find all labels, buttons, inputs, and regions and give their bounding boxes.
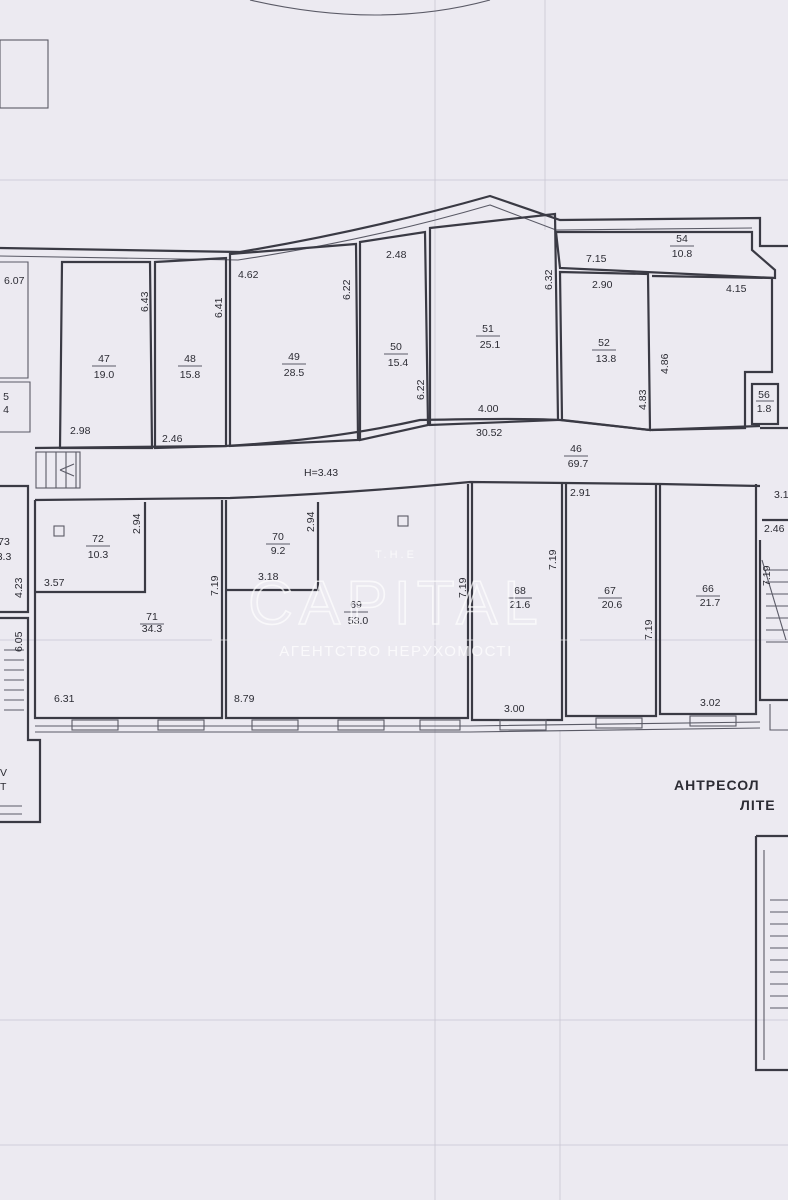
left-stair <box>35 451 81 489</box>
room-area: 1.8 <box>757 403 772 415</box>
dimension: 4.86 <box>659 353 671 374</box>
dimension: 4.15 <box>726 283 747 295</box>
room-area: 9.2 <box>271 545 286 557</box>
dimension: 4.62 <box>238 269 259 281</box>
room-area: 4 <box>3 404 9 416</box>
room-number: 46 <box>570 443 582 455</box>
dimension: 4.00 <box>478 403 499 415</box>
room-area: 53.0 <box>348 615 369 627</box>
room-area: 3.3 <box>0 551 11 563</box>
letter-label: ЛІТЕ <box>740 797 776 813</box>
room-area: 20.6 <box>602 599 623 611</box>
dimension: 6.05 <box>13 631 25 652</box>
room-number: 49 <box>288 351 300 363</box>
upper-outline <box>0 194 788 261</box>
watermark: T.H.E CAPITAL АГЕНТСТВО НЕРУХОМОСТІ <box>212 549 580 660</box>
dimension: 7.19 <box>761 565 773 586</box>
right-strip <box>758 426 788 731</box>
dimension: 30.52 <box>476 427 502 439</box>
mezzanine-title: АНТРЕСОЛ ЛІТЕ <box>674 777 776 813</box>
room-number: 56 <box>758 389 770 401</box>
corridor-walls <box>34 417 761 502</box>
room-number: 71 <box>146 611 158 623</box>
dimension: 4.23 <box>13 577 25 598</box>
dimension: 8.79 <box>234 693 255 705</box>
room-number: 48 <box>184 353 196 365</box>
dimension: 7.19 <box>547 549 559 570</box>
dimension: 3.1 <box>774 489 788 501</box>
dimension: 4.83 <box>637 389 649 410</box>
room-area: 25.1 <box>480 339 501 351</box>
dimension: 2.46 <box>162 433 183 445</box>
top-left-fragment <box>0 0 491 109</box>
room-number: 70 <box>272 531 284 543</box>
room-area: 10.8 <box>672 248 693 260</box>
dimension: 2.48 <box>386 249 407 261</box>
mezzanine-fragment <box>754 834 788 1072</box>
room-number: 5 <box>3 391 9 403</box>
room-area: 69.7 <box>568 458 589 470</box>
room-area: 15.8 <box>180 369 201 381</box>
dimension: 7.19 <box>457 577 469 598</box>
room-area: 28.5 <box>284 367 305 379</box>
dimension: 7.19 <box>643 619 655 640</box>
dimension: 3.57 <box>44 577 65 589</box>
room-area: 10.3 <box>88 549 109 561</box>
dimension-labels: 6.07 6.43 6.41 4.62 6.22 2.48 6.32 7.15 … <box>4 249 788 715</box>
watermark-top: T.H.E <box>375 549 417 561</box>
room-number: 67 <box>604 585 616 597</box>
dimension: 2.91 <box>570 487 591 499</box>
dimension: 6.22 <box>341 279 353 300</box>
dimension: 2.90 <box>592 279 613 291</box>
room-area: 13.8 <box>596 353 617 365</box>
room-labels: 47 19.0 48 15.8 49 28.5 50 15.4 51 25.1 … <box>0 233 774 635</box>
dimension: 6.31 <box>54 693 75 705</box>
room-number: 54 <box>676 233 688 245</box>
dimension: 2.98 <box>70 425 91 437</box>
dimension: 3.02 <box>700 697 721 709</box>
room-number: 69 <box>350 599 362 611</box>
room-area: 19.0 <box>94 369 115 381</box>
dimension: 3.18 <box>258 571 279 583</box>
dimension: 6.43 <box>139 291 151 312</box>
side-labels: V T <box>0 767 7 793</box>
room-number: 50 <box>390 341 402 353</box>
room-number: 51 <box>482 323 494 335</box>
dimension: 3.00 <box>504 703 525 715</box>
room-area: 21.7 <box>700 597 721 609</box>
room-number: 72 <box>92 533 104 545</box>
mezzanine-label: АНТРЕСОЛ <box>674 777 760 793</box>
dimension: 2.94 <box>131 513 143 534</box>
room-number: 73 <box>0 536 10 548</box>
dimension: 6.22 <box>415 379 427 400</box>
left-strip <box>0 484 42 824</box>
room-number: 68 <box>514 585 526 597</box>
dimension: 6.32 <box>543 269 555 290</box>
dimension: 6.07 <box>4 275 25 287</box>
windows <box>71 715 737 731</box>
watermark-subtitle: АГЕНТСТВО НЕРУХОМОСТІ <box>279 643 513 660</box>
room-number: 47 <box>98 353 110 365</box>
watermark-logo: CAPITAL <box>248 569 544 638</box>
side-label-v: V <box>0 767 7 779</box>
side-label-t: T <box>0 781 7 793</box>
room-area: 34.3 <box>142 623 163 635</box>
room-area: 15.4 <box>388 357 409 369</box>
room-number: 66 <box>702 583 714 595</box>
dimension: 2.46 <box>764 523 785 535</box>
dimension: 2.94 <box>305 511 317 532</box>
dimension: 7.19 <box>209 575 221 596</box>
room-number: 52 <box>598 337 610 349</box>
dimension: 7.15 <box>586 253 607 265</box>
upper-rooms <box>0 212 780 450</box>
dimension: 6.41 <box>213 297 225 318</box>
room-area: 21.6 <box>510 599 531 611</box>
corridor-height: H=3.43 <box>304 467 338 479</box>
